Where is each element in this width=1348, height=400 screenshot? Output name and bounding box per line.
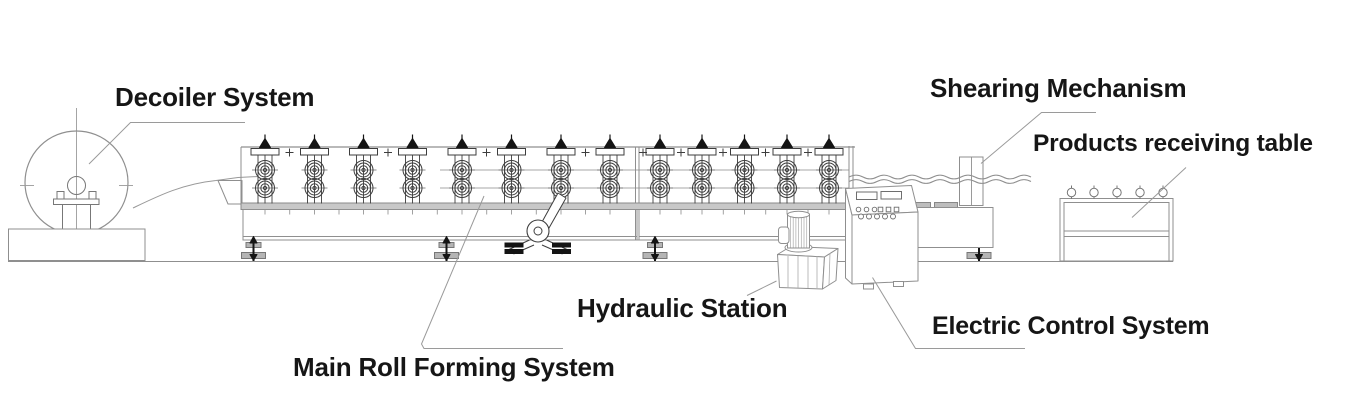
hydraulic-station-drawing: [777, 210, 839, 290]
crank-drive: [504, 192, 571, 255]
shear-drawing: [912, 156, 994, 248]
electric-cabinet-drawing: [845, 185, 919, 290]
machine-foot: [642, 236, 668, 261]
roll-stand: [687, 134, 717, 204]
leader-lines: [88, 112, 1187, 349]
roll-stand: [497, 134, 526, 204]
roll-stand: [772, 134, 802, 204]
roll-stand: [250, 134, 280, 204]
label-products-receiving-table: Products receiving table: [1033, 130, 1313, 157]
label-shearing-mechanism: Shearing Mechanism: [930, 73, 1187, 103]
label-hydraulic-station: Hydraulic Station: [577, 293, 788, 323]
machine-foot: [434, 236, 459, 261]
roll-stand: [349, 134, 378, 204]
roll-stand: [300, 134, 329, 204]
steel-strip: [132, 176, 259, 209]
roll-stand: [814, 134, 844, 204]
roll-stand: [398, 134, 427, 204]
roll-stand: [645, 134, 675, 204]
label-main-roll-forming-system: Main Roll Forming System: [293, 352, 615, 382]
roll-stand: [730, 134, 759, 204]
label-electric-control-system: Electric Control System: [932, 312, 1210, 340]
label-decoiler-system: Decoiler System: [115, 82, 315, 112]
roll-stand: [447, 134, 477, 204]
roll-stand: [546, 134, 576, 204]
machine-foot: [241, 236, 266, 261]
roll-forming-machine-drawing: [240, 134, 992, 261]
roll-stand: [595, 134, 625, 204]
formed-sheet-wave: [848, 174, 1032, 184]
decoiler-drawing: [8, 108, 146, 261]
receiving-table-drawing: [1059, 185, 1174, 262]
